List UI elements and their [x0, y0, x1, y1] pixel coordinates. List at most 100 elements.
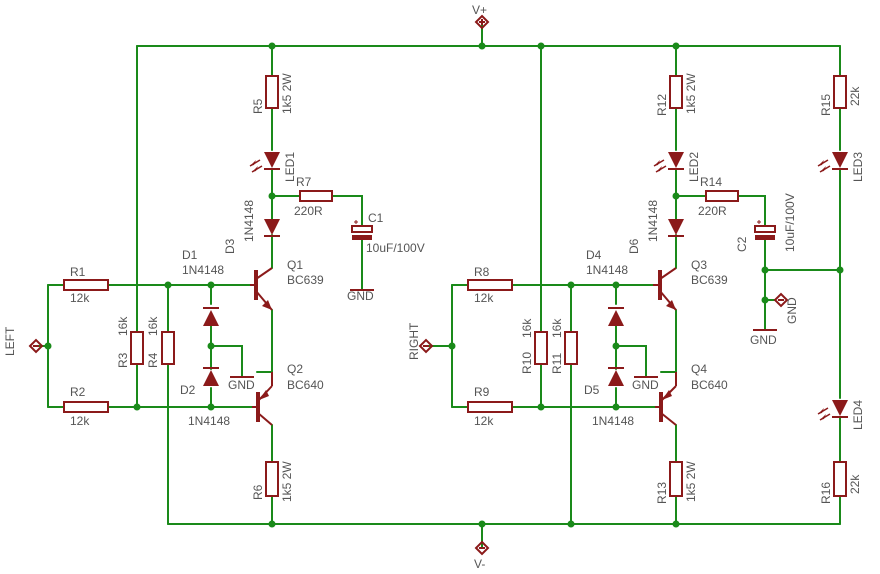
- q1-value: BC639: [287, 273, 324, 287]
- resistor-r4: [161, 331, 175, 365]
- transistor-q1: [250, 267, 273, 311]
- d6-value: 1N4148: [646, 200, 660, 242]
- c2-value: 10uF/100V: [783, 193, 797, 252]
- q3-name: Q3: [691, 258, 707, 272]
- resistor-r13: [669, 461, 683, 497]
- right-input-pad: [418, 338, 434, 354]
- gnd-right-label: GND: [632, 378, 659, 392]
- right-label: RIGHT: [407, 322, 421, 360]
- gnd-c1-label: GND: [347, 289, 374, 303]
- left-input-pad: [28, 338, 44, 354]
- r16-value: 22k: [848, 474, 862, 494]
- diode-d3: [264, 219, 280, 237]
- d6-name: D6: [627, 238, 641, 254]
- vminus-label: V-: [474, 557, 485, 571]
- led3-label: LED3: [851, 152, 865, 182]
- r14-value: 220R: [698, 204, 727, 218]
- gnd-pad: [773, 292, 789, 308]
- junctions: [44, 42, 844, 528]
- resistor-r5: [265, 75, 279, 109]
- led2-label: LED2: [687, 152, 701, 182]
- r13-name: R13: [655, 482, 669, 504]
- r7-name: R7: [296, 175, 312, 189]
- led4-label: LED4: [851, 400, 865, 430]
- diode-d4: [608, 307, 624, 326]
- q1-name: Q1: [287, 258, 303, 272]
- r3-value: 16k: [116, 316, 130, 336]
- r2-name: R2: [70, 385, 86, 399]
- resistor-r7: [299, 190, 333, 202]
- d5-value: 1N4148: [592, 414, 634, 428]
- q4-value: BC640: [691, 378, 728, 392]
- r1-name: R1: [70, 265, 86, 279]
- resistor-r2: [63, 401, 109, 413]
- gnd-left-label: GND: [228, 378, 255, 392]
- c1-value: 10uF/100V: [366, 241, 425, 255]
- vplus-label: V+: [472, 3, 487, 17]
- d1-value: 1N4148: [182, 263, 224, 277]
- r9-name: R9: [474, 385, 490, 399]
- r6-value: 1k5 2W: [280, 461, 294, 502]
- r11-name: R11: [550, 353, 564, 374]
- transistor-q3: [653, 267, 677, 311]
- r2-value: 12k: [70, 414, 90, 428]
- transistor-q4: [655, 372, 677, 426]
- r1-value: 12k: [70, 291, 90, 305]
- d3-name: D3: [223, 238, 237, 254]
- diode-d6: [668, 219, 684, 237]
- vminus-pad: [474, 540, 490, 556]
- resistor-r3: [130, 331, 144, 365]
- diode-d1: [203, 307, 219, 326]
- led1-label: LED1: [283, 152, 297, 182]
- labels: V+ V- LEFT RIGHT R1 12k R2 12k R3 16k R4…: [3, 3, 865, 571]
- wires: [35, 21, 841, 549]
- resistor-r11: [564, 331, 578, 365]
- q4-name: Q4: [691, 362, 707, 376]
- r11-value: 16k: [550, 318, 564, 338]
- d3-value: 1N4148: [242, 200, 256, 242]
- transistor-q2: [252, 372, 273, 426]
- r13-value: 1k5 2W: [684, 461, 698, 502]
- resistor-r1: [63, 279, 109, 291]
- r5-name: R5: [251, 98, 265, 114]
- r10-name: R10: [520, 352, 534, 374]
- r8-value: 12k: [474, 291, 494, 305]
- d4-name: D4: [586, 248, 602, 262]
- d2-name: D2: [180, 383, 196, 397]
- vplus-pad: [474, 14, 490, 30]
- r12-value: 1k5 2W: [684, 73, 698, 114]
- resistor-r6: [265, 461, 279, 497]
- left-label: LEFT: [3, 326, 17, 356]
- gnd-c2-label: GND: [750, 333, 777, 347]
- resistor-r9: [467, 401, 513, 413]
- r3-name: R3: [116, 352, 130, 368]
- r15-value: 22k: [848, 86, 862, 106]
- capacitor-c2: [754, 220, 776, 240]
- led-1: [249, 152, 280, 173]
- r12-name: R12: [655, 94, 669, 116]
- diode-d2: [203, 367, 219, 386]
- r8-name: R8: [474, 265, 490, 279]
- d5-name: D5: [584, 383, 600, 397]
- diode-d5: [608, 367, 624, 386]
- q2-value: BC640: [287, 378, 324, 392]
- led-4: [817, 400, 848, 421]
- q3-value: BC639: [691, 273, 728, 287]
- c2-name: C2: [735, 236, 749, 252]
- resistor-r8: [467, 279, 513, 291]
- d2-value: 1N4148: [188, 414, 230, 428]
- r7-value: 220R: [294, 204, 323, 218]
- gnd-pad-label: GND: [785, 297, 799, 324]
- d4-value: 1N4148: [586, 263, 628, 277]
- r16-name: R16: [819, 482, 833, 504]
- r14-name: R14: [700, 175, 722, 189]
- r6-name: R6: [251, 484, 265, 500]
- c1-name: C1: [368, 211, 384, 225]
- led-3: [817, 152, 848, 173]
- r4-value: 16k: [146, 316, 160, 336]
- r9-value: 12k: [474, 414, 494, 428]
- r5-value: 1k5 2W: [280, 73, 294, 114]
- capacitor-c1: [351, 220, 373, 240]
- q2-name: Q2: [287, 362, 303, 376]
- resistor-r14: [705, 190, 739, 202]
